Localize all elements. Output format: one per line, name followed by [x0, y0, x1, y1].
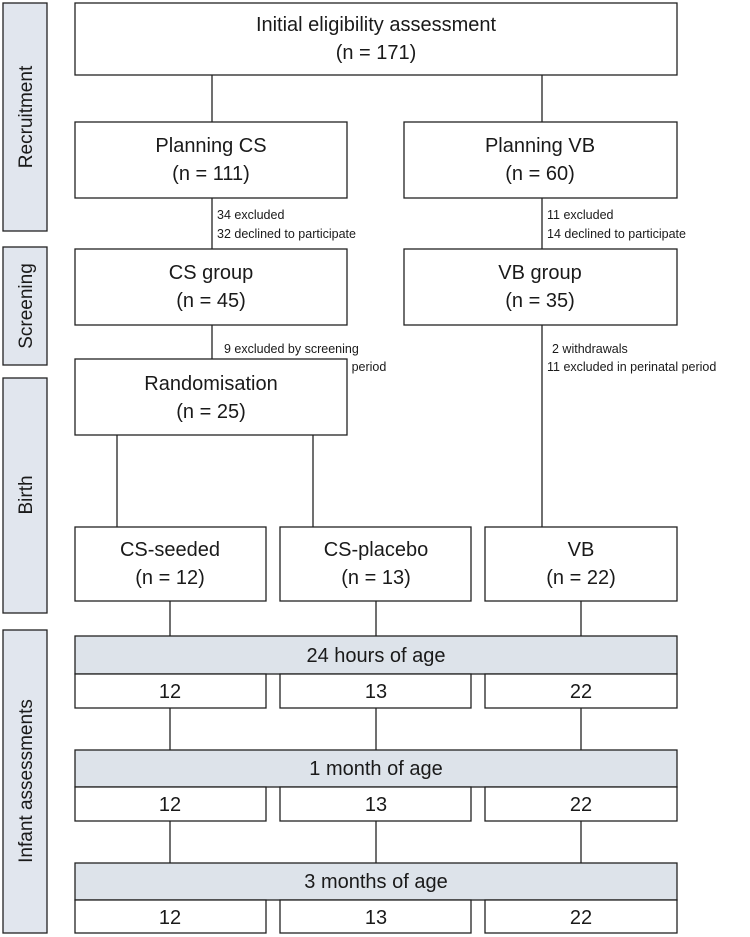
arm-cs-placebo-title: CS-placebo — [324, 539, 429, 561]
vb-screening-note: 2 withdrawals 11 excluded in perinatal p… — [547, 342, 716, 374]
planning-vb-box: Planning VB (n = 60) — [403, 121, 678, 199]
stage-label-recruitment: Recruitment — [16, 65, 37, 168]
vb-excluded-note: 11 excluded 14 declined to participate — [547, 208, 686, 241]
planning-cs-n: (n = 111) — [172, 163, 250, 185]
cs-excluded-line: 34 excluded — [217, 208, 284, 222]
stage-label-infant-assessments: Infant assessments — [16, 699, 37, 863]
arm-cs-placebo-box: CS-placebo (n = 13) — [279, 526, 472, 602]
initial-eligibility-n: (n = 171) — [336, 42, 417, 64]
planning-cs-box: Planning CS (n = 111) — [74, 121, 348, 199]
vb-perinatal-excluded-line: 11 excluded in perinatal period — [547, 360, 716, 374]
vb-withdrawals-line: 2 withdrawals — [552, 342, 628, 356]
cs-group-title: CS group — [169, 262, 254, 284]
stage-label-screening: Screening — [16, 263, 37, 349]
randomisation-title: Randomisation — [144, 373, 277, 395]
stage-label-birth: Birth — [16, 475, 37, 514]
assessment-24-hours-label: 24 hours of age — [307, 645, 446, 667]
randomisation-n: (n = 25) — [176, 401, 245, 423]
stage-recruitment: Recruitment — [2, 2, 48, 232]
vb-group-n: (n = 35) — [505, 290, 574, 312]
arm-vb-box: VB (n = 22) — [484, 526, 678, 602]
cs-screening-excluded-line: 9 excluded by screening — [224, 342, 359, 356]
assessment-3-months: 3 months of age 12 13 22 — [74, 862, 678, 934]
count-1m-vb: 22 — [570, 794, 592, 816]
vb-group-box: VB group (n = 35) — [403, 248, 678, 326]
count-24h-cs-placebo: 13 — [365, 681, 387, 703]
initial-eligibility-title: Initial eligibility assessment — [256, 14, 497, 36]
count-3m-cs-seeded: 12 — [159, 907, 181, 929]
arm-cs-seeded-n: (n = 12) — [135, 567, 204, 589]
arm-cs-seeded-title: CS-seeded — [120, 539, 220, 561]
randomisation-box: Randomisation (n = 25) — [74, 358, 348, 436]
arm-cs-seeded-box: CS-seeded (n = 12) — [74, 526, 267, 602]
initial-eligibility-box: Initial eligibility assessment (n = 171) — [74, 2, 678, 76]
stage-screening: Screening — [2, 246, 48, 366]
arm-cs-placebo-n: (n = 13) — [341, 567, 410, 589]
assessment-1-month: 1 month of age 12 13 22 — [74, 749, 678, 822]
arm-vb-title: VB — [568, 539, 595, 561]
count-3m-cs-placebo: 13 — [365, 907, 387, 929]
count-1m-cs-seeded: 12 — [159, 794, 181, 816]
planning-vb-n: (n = 60) — [505, 163, 574, 185]
planning-vb-title: Planning VB — [485, 135, 595, 157]
cs-group-n: (n = 45) — [176, 290, 245, 312]
stage-birth: Birth — [2, 377, 48, 614]
vb-excluded-line: 11 excluded — [547, 208, 614, 222]
count-3m-vb: 22 — [570, 907, 592, 929]
count-24h-vb: 22 — [570, 681, 592, 703]
assessment-1-month-label: 1 month of age — [309, 758, 442, 780]
planning-cs-title: Planning CS — [155, 135, 266, 157]
count-24h-cs-seeded: 12 — [159, 681, 181, 703]
cs-declined-line: 32 declined to participate — [217, 227, 356, 241]
vb-declined-line: 14 declined to participate — [547, 227, 686, 241]
assessment-24-hours: 24 hours of age 12 13 22 — [74, 635, 678, 709]
count-1m-cs-placebo: 13 — [365, 794, 387, 816]
stage-infant-assessments: Infant assessments — [2, 629, 48, 934]
cs-group-box: CS group (n = 45) — [74, 248, 348, 326]
vb-group-title: VB group — [498, 262, 581, 284]
cs-excluded-note: 34 excluded 32 declined to participate — [217, 208, 356, 241]
connectors — [116, 75, 582, 863]
assessment-3-months-label: 3 months of age — [304, 871, 447, 893]
arm-vb-n: (n = 22) — [546, 567, 615, 589]
